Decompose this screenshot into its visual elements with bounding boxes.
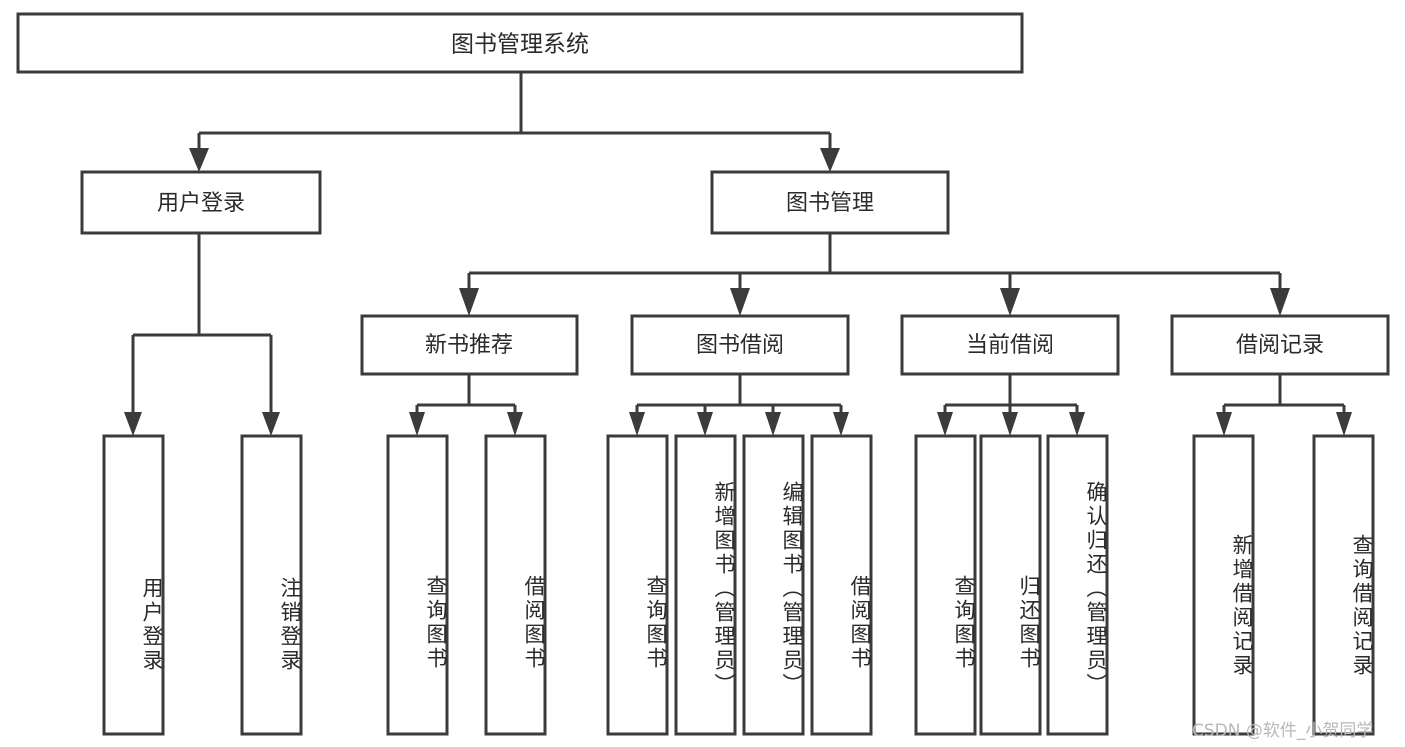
leaf-box-confirm-return[interactable] bbox=[1046, 434, 1109, 736]
node-borrow-record-label: 借阅记录 bbox=[1236, 333, 1324, 358]
node-current-borrow[interactable]: 当前借阅 bbox=[900, 314, 1120, 376]
arrowhead-icon bbox=[833, 412, 849, 436]
connector-userlogin-bus bbox=[131, 233, 273, 418]
node-user-login[interactable]: 用户登录 bbox=[80, 170, 322, 235]
node-root-box[interactable] bbox=[16, 12, 1024, 74]
node-borrow-record[interactable]: 借阅记录 bbox=[1170, 314, 1390, 376]
arrowhead-icon bbox=[629, 412, 645, 436]
arrowhead-icon bbox=[1216, 412, 1232, 436]
leaf-box-edit-book[interactable] bbox=[742, 434, 805, 736]
node-book-borrow-box[interactable] bbox=[630, 314, 850, 376]
leaf-box-add-book[interactable] bbox=[674, 434, 737, 736]
arrowhead-icon bbox=[124, 412, 142, 436]
arrowhead-icon bbox=[765, 412, 781, 436]
arrowhead-icon bbox=[189, 148, 209, 172]
arrowhead-icon bbox=[507, 412, 523, 436]
node-root-label: 图书管理系统 bbox=[451, 32, 589, 58]
connector-layer bbox=[131, 72, 1346, 418]
arrowhead-icon bbox=[1336, 412, 1352, 436]
connector-currentborrow-bus bbox=[943, 374, 1079, 418]
leaf-layer bbox=[102, 434, 1375, 736]
connector-newbook-bus bbox=[415, 374, 517, 418]
csdn-watermark: CSDN @软件_小贺同学 bbox=[1192, 721, 1374, 741]
arrowhead-icon bbox=[697, 412, 713, 436]
arrowhead-icon bbox=[937, 412, 953, 436]
node-user-login-box[interactable] bbox=[80, 170, 322, 235]
arrowhead-icon bbox=[1069, 412, 1085, 436]
connector-bookborrow-bus bbox=[635, 374, 843, 418]
leaf-box-query-book-1[interactable] bbox=[386, 434, 449, 736]
connector-root-bus bbox=[197, 72, 832, 162]
node-new-book-recommend-label: 新书推荐 bbox=[425, 333, 513, 358]
arrowhead-icon bbox=[1002, 412, 1018, 436]
leaf-box-query-book-3[interactable] bbox=[914, 434, 977, 736]
arrowhead-icon bbox=[262, 412, 280, 436]
node-book-manage[interactable]: 图书管理 bbox=[710, 170, 950, 235]
node-book-manage-box[interactable] bbox=[710, 170, 950, 235]
arrowhead-icon bbox=[730, 288, 750, 316]
connector-bookmanage-bus bbox=[467, 233, 1282, 302]
arrowhead-icon bbox=[1270, 288, 1290, 316]
node-borrow-record-box[interactable] bbox=[1170, 314, 1390, 376]
node-new-book-recommend-box[interactable] bbox=[360, 314, 579, 376]
arrowhead-icon bbox=[459, 288, 479, 316]
arrowhead-icon bbox=[1000, 288, 1020, 316]
arrowhead-icon bbox=[409, 412, 425, 436]
node-book-borrow[interactable]: 图书借阅 bbox=[630, 314, 850, 376]
node-current-borrow-box[interactable] bbox=[900, 314, 1120, 376]
leaf-box-user-logout[interactable] bbox=[240, 434, 303, 736]
leaf-box-borrow-book-1[interactable] bbox=[484, 434, 547, 736]
node-user-login-label: 用户登录 bbox=[157, 191, 245, 216]
leaf-box-return-book[interactable] bbox=[979, 434, 1042, 736]
leaf-box-user-login[interactable] bbox=[102, 434, 165, 736]
node-current-borrow-label: 当前借阅 bbox=[966, 333, 1054, 358]
node-book-borrow-label: 图书借阅 bbox=[696, 333, 784, 358]
leaf-box-query-book-2[interactable] bbox=[606, 434, 669, 736]
leaf-box-borrow-book-2[interactable] bbox=[810, 434, 873, 736]
leaf-box-query-record[interactable] bbox=[1312, 434, 1375, 736]
arrowhead-layer bbox=[124, 148, 1352, 436]
connector-borrowrecord-bus bbox=[1222, 374, 1346, 418]
node-root[interactable]: 图书管理系统 bbox=[16, 12, 1024, 74]
node-book-manage-label: 图书管理 bbox=[786, 191, 874, 216]
leaf-box-add-record[interactable] bbox=[1192, 434, 1255, 736]
arrowhead-icon bbox=[820, 148, 840, 172]
node-new-book-recommend[interactable]: 新书推荐 bbox=[360, 314, 579, 376]
